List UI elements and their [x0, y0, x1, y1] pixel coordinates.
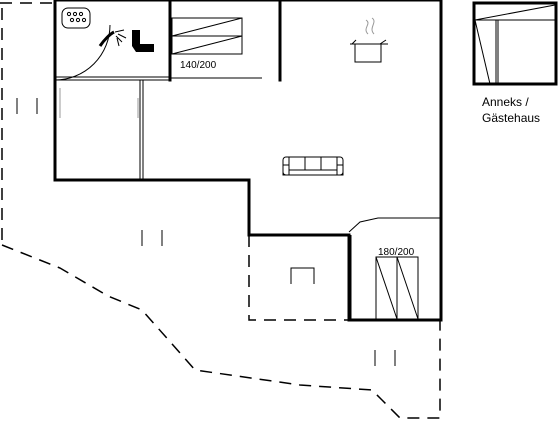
shower-icon [98, 29, 127, 47]
table-icon [290, 267, 315, 284]
annex-label-line2: Gästehaus [482, 111, 540, 125]
bed-2: 180/200 [375, 247, 419, 320]
annex: Anneks / Gästehaus [472, 1, 558, 125]
annex-label-line1: Anneks / [482, 95, 529, 109]
bed-2-label: 180/200 [378, 247, 415, 258]
terrace-outline [0, 2, 441, 419]
stove-pot-icon [350, 17, 388, 63]
jacuzzi-icon [61, 7, 91, 29]
toilet-icon [132, 30, 154, 52]
house-walls [53, 0, 443, 322]
bed-1: 140/200 [171, 17, 243, 71]
door-swing [54, 24, 111, 81]
bed-1-label: 140/200 [180, 60, 217, 71]
sofa-icon [282, 156, 344, 176]
